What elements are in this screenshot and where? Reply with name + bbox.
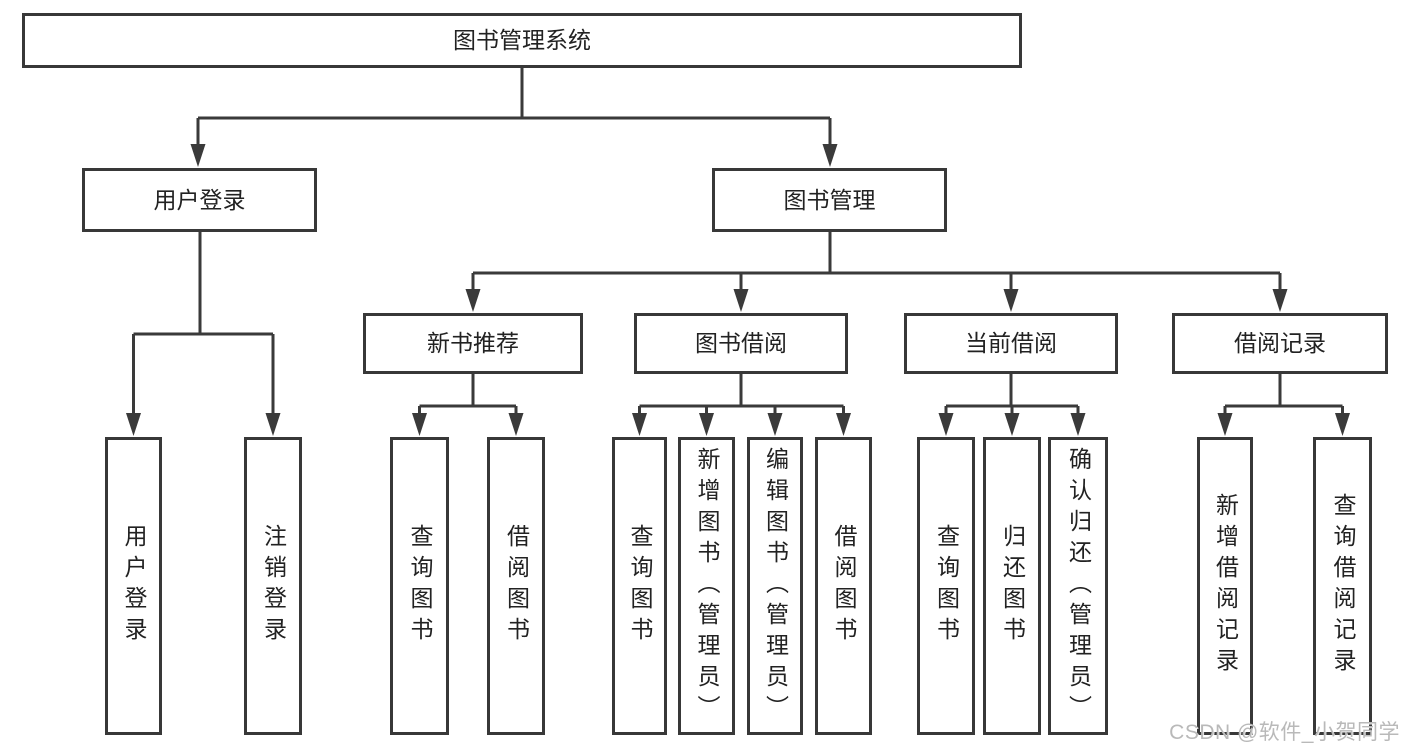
- leaf-borrow-books-2: 借阅图书: [815, 437, 872, 735]
- node-label: 图书管理: [783, 186, 876, 213]
- node-label: 查询图书: [627, 524, 653, 648]
- leaf-query-borrow-record: 查询借阅记录: [1313, 437, 1372, 735]
- node-label: 编辑图书（管理员）: [762, 446, 789, 726]
- leaf-add-borrow-record: 新增借阅记录: [1197, 437, 1253, 735]
- node-borrowing-records: 借阅记录: [1172, 313, 1388, 374]
- leaf-return-book: 归还图书: [983, 437, 1041, 735]
- node-label: 图书借阅: [695, 330, 787, 356]
- node-library-management-system: 图书管理系统: [22, 13, 1022, 68]
- node-label: 查询图书: [407, 524, 433, 648]
- node-label: 注销登录: [260, 524, 287, 648]
- node-label: 新增图书（管理员）: [694, 446, 720, 726]
- node-label: 借阅图书: [831, 524, 857, 648]
- leaf-borrow-books-1: 借阅图书: [487, 437, 545, 735]
- node-label: 用户登录: [121, 524, 147, 648]
- node-label: 查询图书: [933, 524, 960, 648]
- leaf-query-books-3: 查询图书: [917, 437, 975, 735]
- leaf-add-book-admin: 新增图书（管理员）: [678, 437, 735, 735]
- leaf-confirm-return-admin: 确认归还（管理员）: [1048, 437, 1108, 735]
- node-book-borrowing: 图书借阅: [634, 313, 848, 374]
- node-label: 用户登录: [153, 186, 246, 213]
- leaf-query-books-1: 查询图书: [390, 437, 449, 735]
- node-new-book-recommend: 新书推荐: [363, 313, 583, 374]
- node-label: 新书推荐: [427, 330, 519, 356]
- node-current-borrowing: 当前借阅: [904, 313, 1118, 374]
- leaf-edit-book-admin: 编辑图书（管理员）: [747, 437, 803, 735]
- leaf-query-books-2: 查询图书: [612, 437, 667, 735]
- node-label: 图书管理系统: [453, 27, 591, 53]
- node-label: 确认归还（管理员）: [1065, 446, 1092, 726]
- node-label: 归还图书: [999, 524, 1026, 648]
- node-label: 当前借阅: [965, 330, 1057, 356]
- leaf-user-login: 用户登录: [105, 437, 162, 735]
- node-user-login-branch: 用户登录: [82, 168, 317, 232]
- csdn-watermark: CSDN @软件_小贺同学: [1169, 721, 1400, 744]
- node-label: 借阅图书: [503, 524, 530, 648]
- node-label: 借阅记录: [1234, 330, 1326, 356]
- node-label: 查询借阅记录: [1330, 493, 1356, 679]
- leaf-logout: 注销登录: [244, 437, 302, 735]
- node-label: 新增借阅记录: [1212, 493, 1239, 679]
- node-book-management-branch: 图书管理: [712, 168, 947, 232]
